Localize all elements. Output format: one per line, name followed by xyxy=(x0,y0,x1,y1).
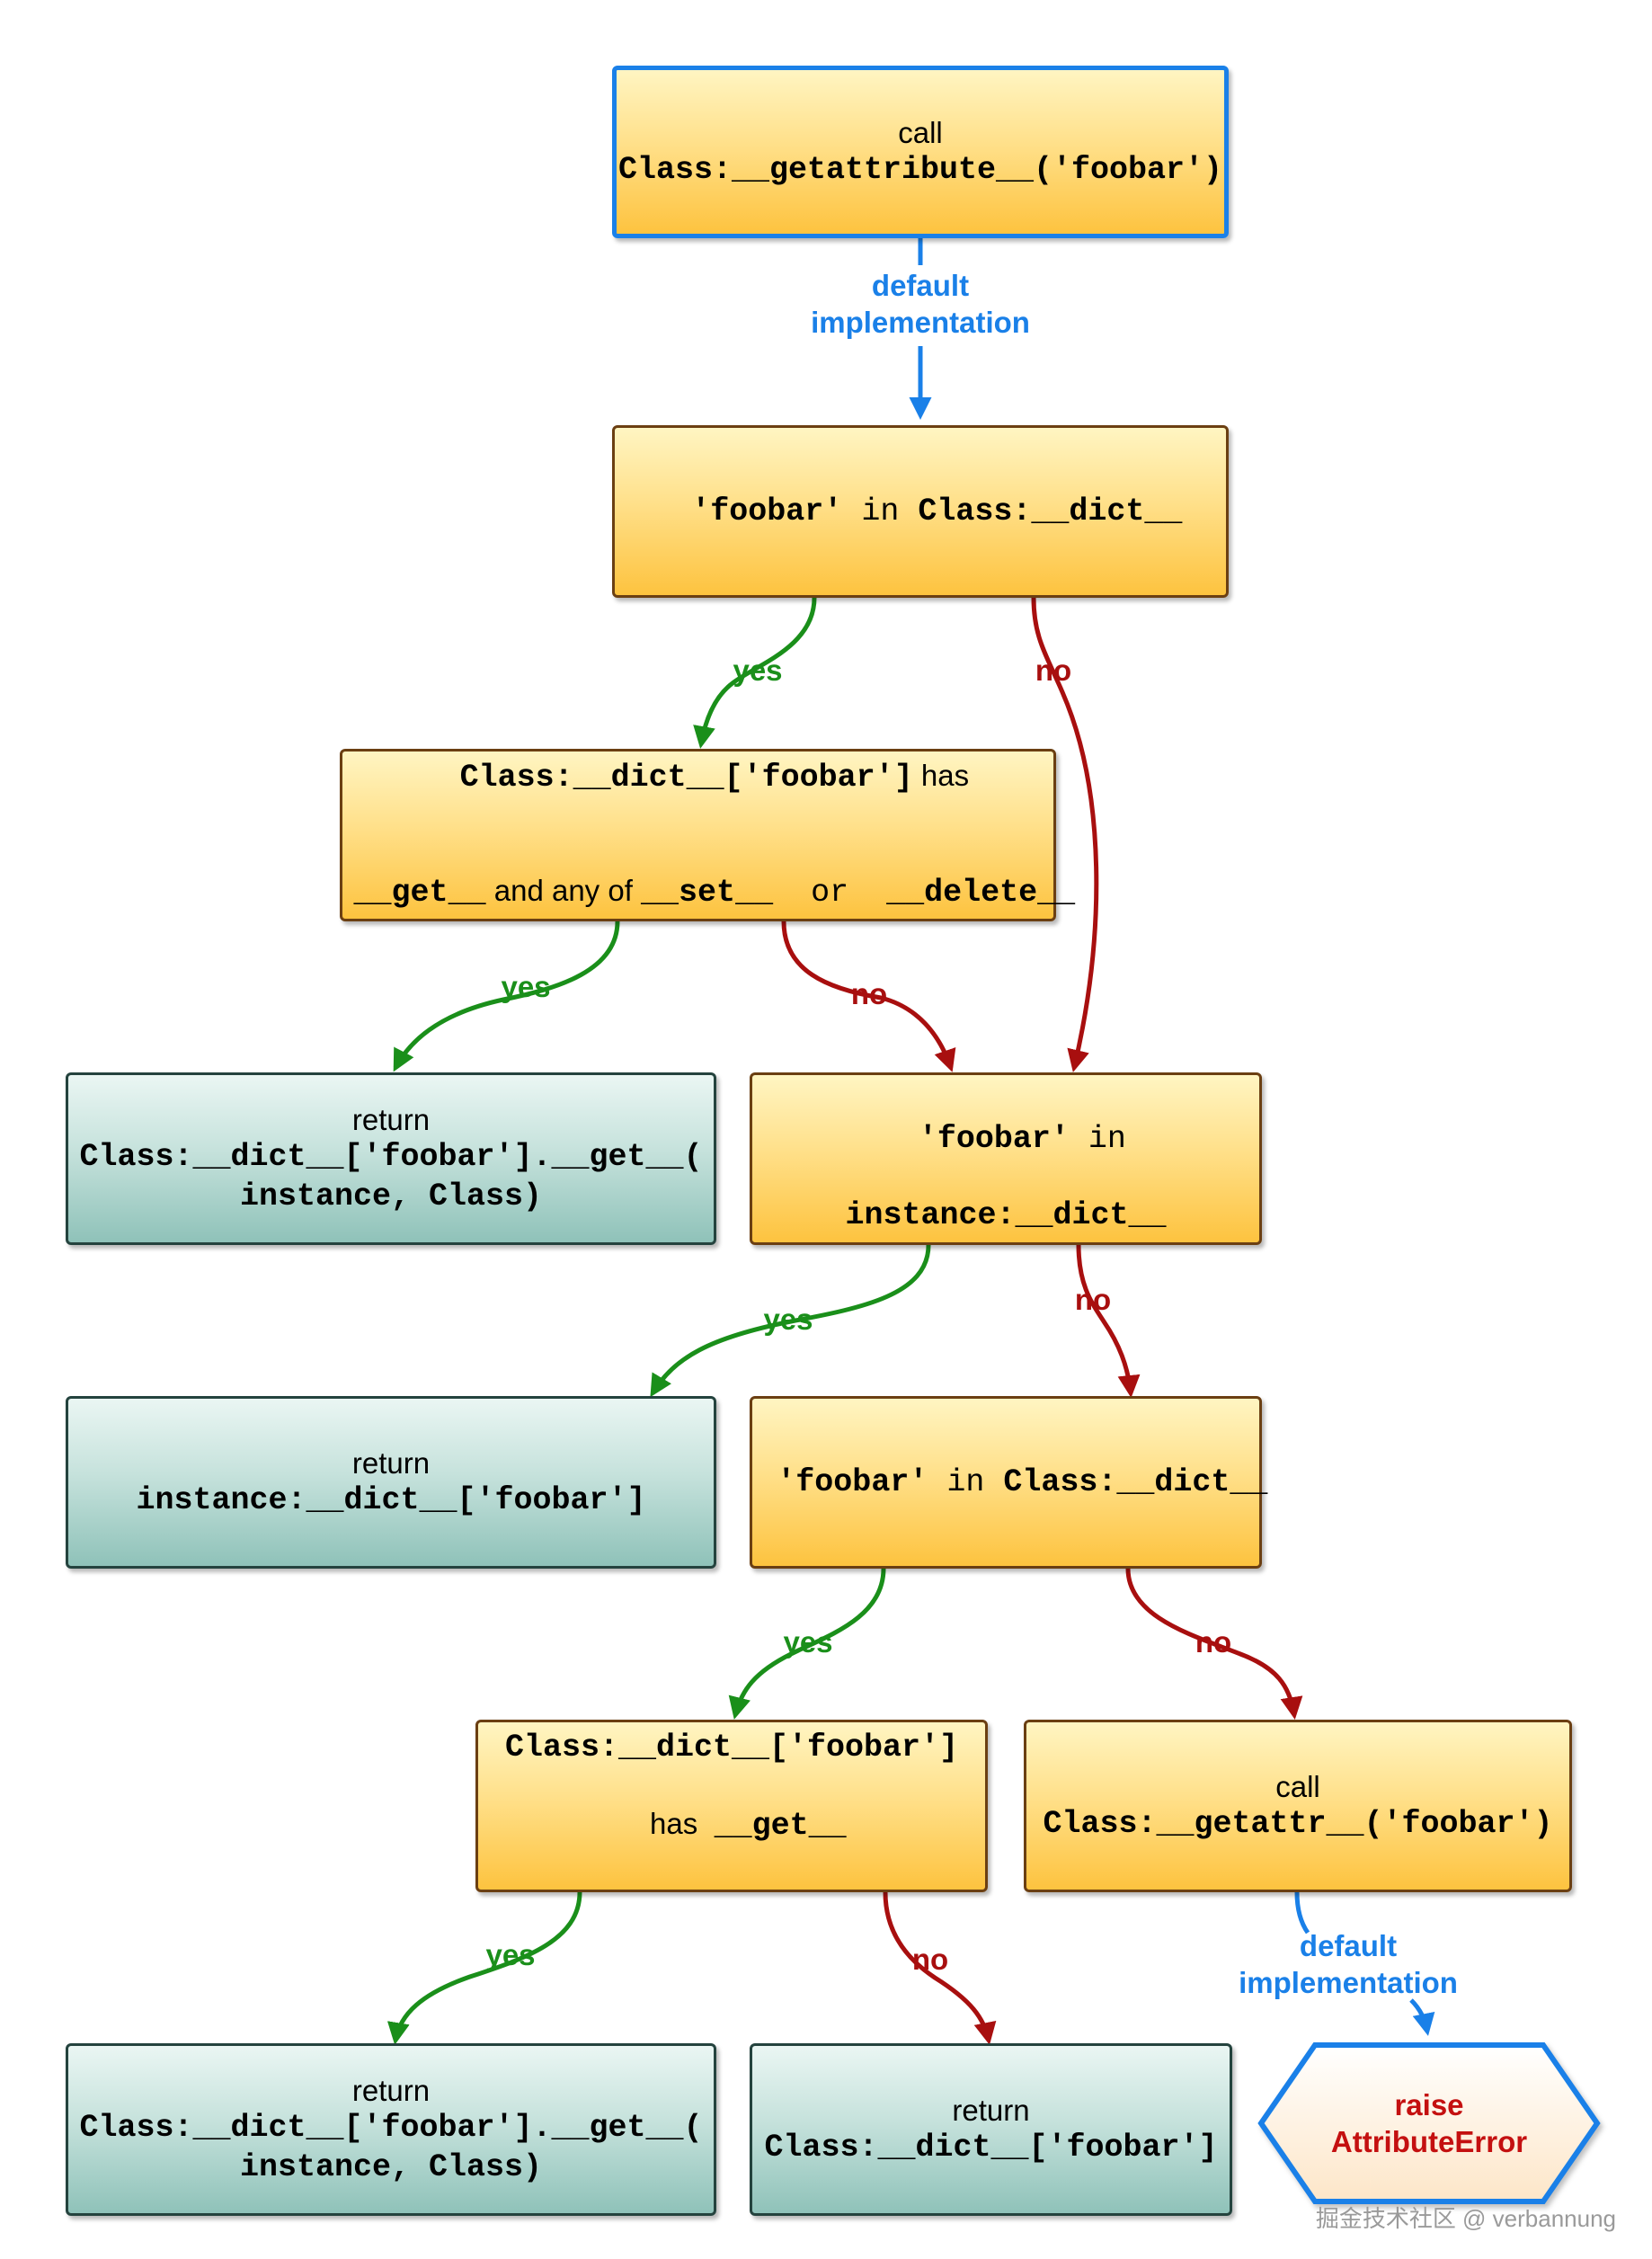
edge-label-yes-1: yes xyxy=(733,654,783,687)
edge-label-yes-3: yes xyxy=(763,1303,813,1336)
edge-no-3 xyxy=(1076,1244,1141,1398)
check-class-dict-node: 'foobar' in Class:__dict__ xyxy=(612,425,1229,598)
edge-label-no-1: no xyxy=(1035,654,1072,687)
edge-label-yes-4: yes xyxy=(783,1625,833,1659)
edge-yes-3 xyxy=(650,1244,931,1398)
check-non-data-descriptor-node: Class:__dict__['foobar'] has __get__ xyxy=(475,1720,988,1892)
return-class-dict-value-node: return Class:__dict__['foobar'] xyxy=(750,2043,1232,2216)
edge-no-4 xyxy=(1125,1568,1303,1720)
edge-label-no-2: no xyxy=(850,977,888,1010)
edge-yes-4 xyxy=(728,1568,886,1720)
return-instance-dict-node: return instance:__dict__['foobar'] xyxy=(66,1396,716,1569)
error-hexagon xyxy=(1257,2042,1601,2204)
raise-attribute-error-node: raise AttributeError xyxy=(1330,2087,1528,2158)
edge-no-5 xyxy=(883,1891,997,2045)
watermark: 掘金技术社区 @ verbannung xyxy=(1315,2205,1616,2232)
check-instance-dict-node: 'foobar' in instance:__dict__ xyxy=(750,1072,1262,1245)
edge-no-1 xyxy=(1031,597,1099,1072)
return-descriptor-get-node-2: return Class:__dict__['foobar'].__get__(… xyxy=(66,2043,716,2216)
edge-default-implementation-2 xyxy=(1294,1891,1427,2032)
edge-yes-1 xyxy=(693,597,817,749)
edge-yes-2 xyxy=(393,920,620,1072)
edge-no-2 xyxy=(781,920,956,1072)
edge-label-no-5: no xyxy=(911,1943,949,1976)
edge-label-yes-2: yes xyxy=(501,970,551,1003)
edge-yes-5 xyxy=(386,1891,582,2045)
edge-label-yes-5: yes xyxy=(485,1938,536,1971)
edge-label-no-3: no xyxy=(1074,1283,1112,1316)
check-data-descriptor-node: Class:__dict__['foobar'] has __get__ and… xyxy=(340,749,1075,921)
edge-label-no-4: no xyxy=(1195,1625,1232,1659)
call-getattr-node: call Class:__getattr__('foobar') xyxy=(1024,1720,1572,1892)
call-getattribute-node: call Class:__getattribute__('foobar') xyxy=(612,66,1229,238)
return-descriptor-get-node-1: return Class:__dict__['foobar'].__get__(… xyxy=(66,1072,716,1245)
check-class-dict-node-2: 'foobar' in Class:__dict__ xyxy=(750,1396,1267,1569)
